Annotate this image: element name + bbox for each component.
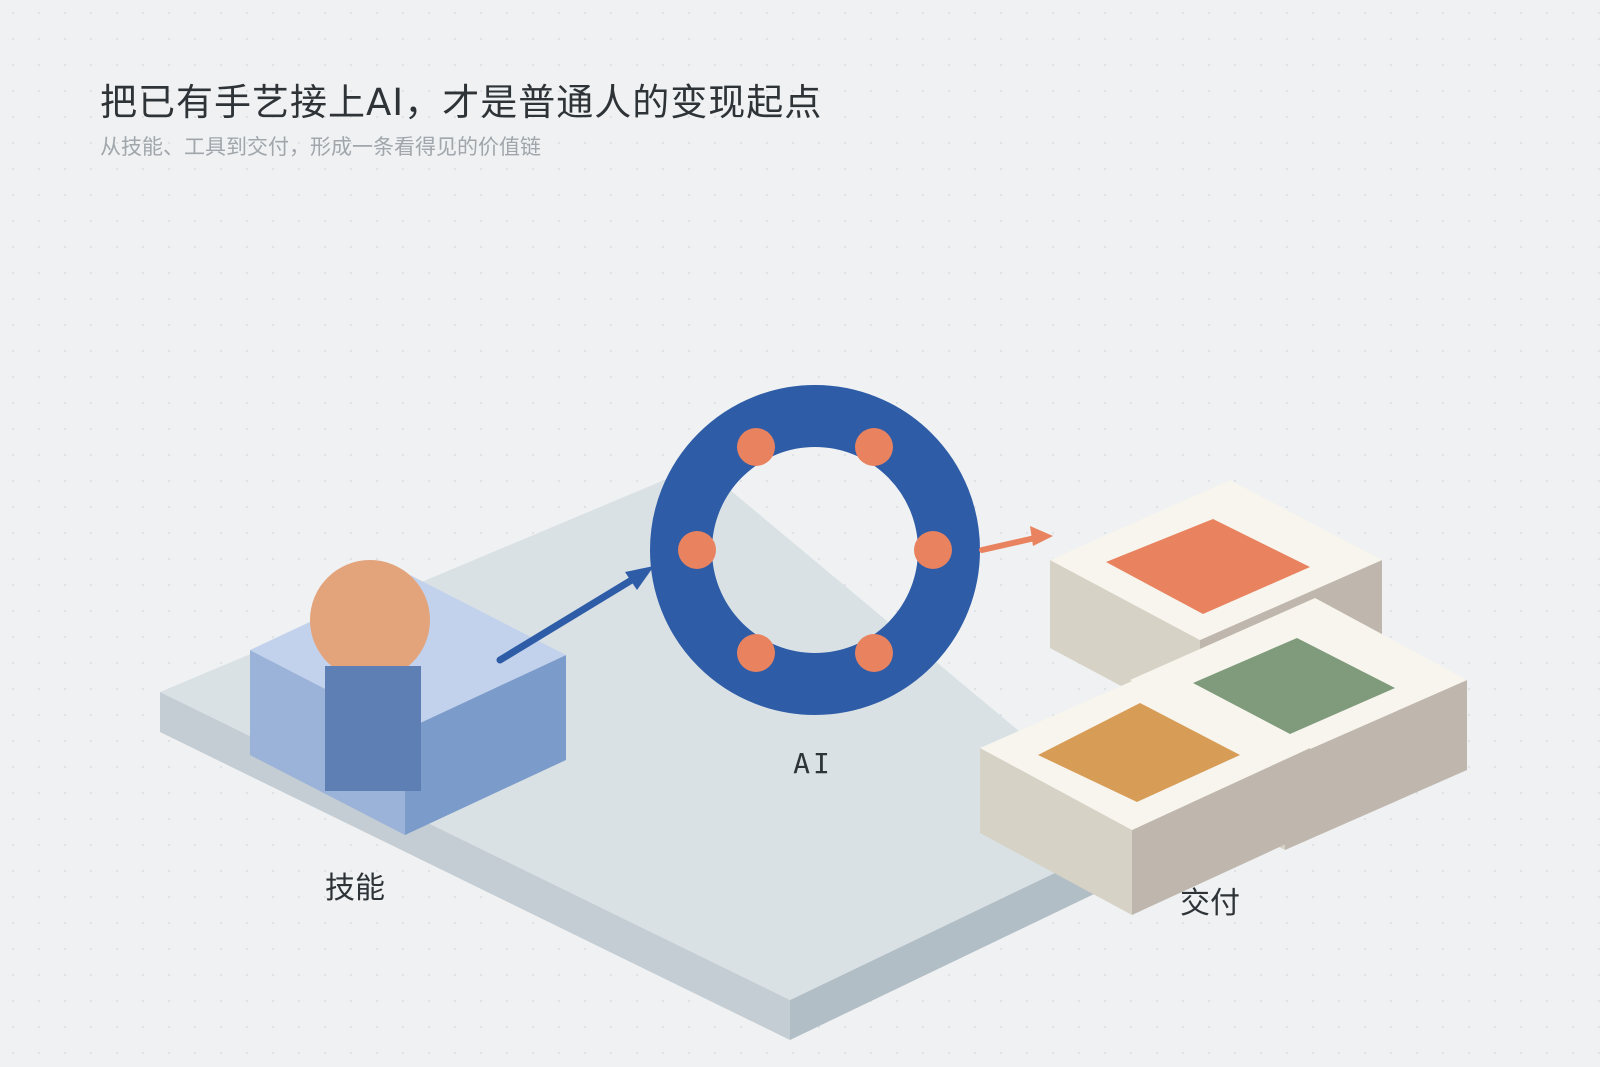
tile-gold-left-face bbox=[980, 748, 1132, 915]
ai-ring-dot-bottom-left bbox=[737, 634, 775, 672]
skill-label: 技能 bbox=[325, 871, 385, 906]
arrow-ai-to-delivery-shaft bbox=[979, 535, 1038, 553]
tile-green-panel bbox=[1193, 638, 1395, 734]
platform-right-face bbox=[790, 832, 1140, 1040]
arrow-skill-to-ai-shaft bbox=[496, 574, 639, 664]
ai-ring-dot-bottom-right bbox=[855, 634, 893, 672]
delivery-label: 交付 bbox=[1180, 886, 1240, 921]
skill-node: 技能 bbox=[250, 560, 566, 906]
header: 把已有手艺接上AI，才是普通人的变现起点 从技能、工具到交付，形成一条看得见的价… bbox=[100, 80, 822, 162]
page-title: 把已有手艺接上AI，才是普通人的变现起点 bbox=[100, 81, 823, 124]
skill-box-right-face bbox=[405, 655, 566, 835]
arrow-ai-to-delivery-head bbox=[1030, 526, 1053, 546]
arrow-ai-to-delivery bbox=[979, 526, 1053, 553]
arrow-skill-to-ai-head bbox=[625, 566, 654, 590]
page-subtitle: 从技能、工具到交付，形成一条看得见的价值链 bbox=[100, 135, 541, 160]
tile-gold-panel bbox=[1038, 703, 1240, 802]
ai-ring-dot-right bbox=[914, 531, 952, 569]
ai-ring-dot-top-right bbox=[855, 428, 893, 466]
tile-orange-panel bbox=[1106, 519, 1310, 614]
ai-node: AI bbox=[650, 385, 980, 780]
skill-person-head bbox=[310, 560, 430, 680]
ai-label: AI bbox=[793, 747, 833, 780]
ai-ring-dot-top-left bbox=[737, 428, 775, 466]
delivery-tile-gold bbox=[980, 668, 1310, 915]
arrow-skill-to-ai bbox=[496, 566, 654, 664]
skill-person-body bbox=[325, 666, 421, 791]
tile-gold-right-face bbox=[1132, 748, 1310, 915]
delivery-node: 交付 bbox=[980, 480, 1467, 921]
ai-ring-dot-left bbox=[678, 531, 716, 569]
tile-green-right-face bbox=[1285, 680, 1467, 850]
